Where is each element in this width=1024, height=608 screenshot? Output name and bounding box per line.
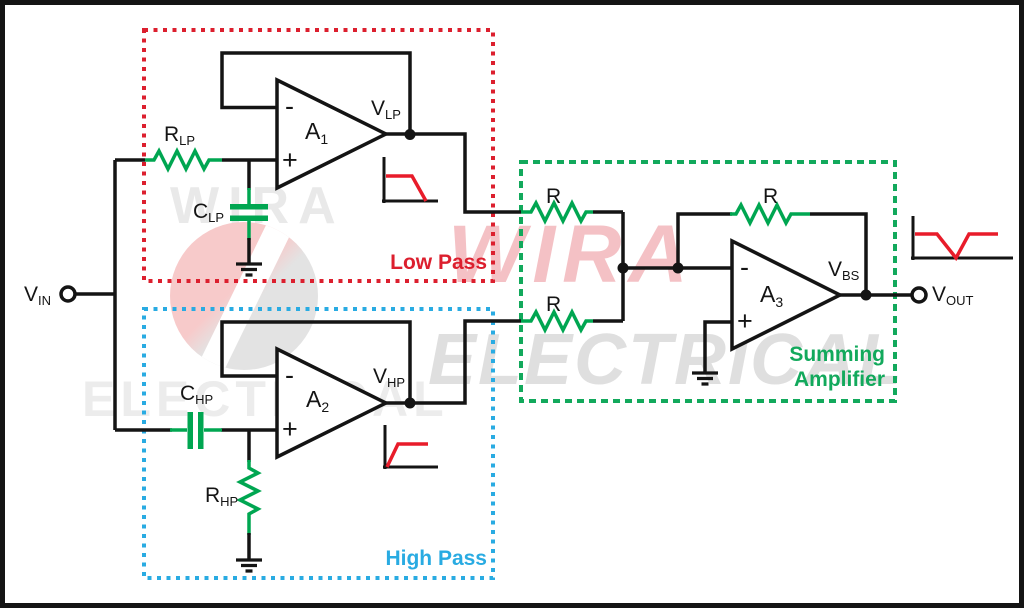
- hp-response-curve-icon: [385, 442, 428, 468]
- node-dot-vlp: [404, 129, 416, 140]
- input-terminal-icon: [59, 285, 77, 303]
- chp-label: CHP: [180, 382, 214, 407]
- capacitor-chp-icon2: [198, 412, 204, 449]
- lp-response-curve-icon: [386, 174, 428, 202]
- node-dot-vbs: [860, 289, 872, 301]
- summing-label-line2: Amplifier: [793, 368, 885, 392]
- vlp-label: VLP: [371, 97, 401, 122]
- opamp-a1-icon: [275, 77, 390, 191]
- rlp-label: RLP: [164, 123, 196, 148]
- summing-feedback-wire: [676, 212, 868, 296]
- vbs-label: VBS: [828, 258, 860, 283]
- ground-icon-rhp: [236, 558, 262, 573]
- input-section: [59, 160, 117, 430]
- capacitor-chp-icon: [187, 412, 193, 449]
- high-pass-box-label: High Pass: [385, 547, 487, 570]
- opamp-a2-icon: [275, 346, 390, 460]
- r-feedback-label: R: [763, 185, 779, 208]
- a3-minus-sign: -: [740, 252, 749, 282]
- vhp-label: VHP: [373, 365, 406, 390]
- bs-graph-axes: [911, 216, 1013, 260]
- r-top-label: R: [546, 185, 562, 208]
- capacitor-clp-icon: [230, 204, 268, 210]
- summing-amplifier-box-label: Summing Amplifier: [775, 342, 885, 392]
- watermark-electrical-center: ELECTRICAL: [428, 320, 904, 400]
- opamp-a3-icon: [730, 238, 844, 352]
- low-pass-section: [115, 51, 623, 277]
- ground-icon-clp: [236, 262, 262, 277]
- resistor-r-top-icon: [521, 199, 593, 225]
- low-pass-box-label: Low Pass: [390, 251, 487, 274]
- node-dot-vhp: [404, 397, 416, 409]
- hp-output-wire: [386, 319, 623, 405]
- lp-output-wire: [386, 132, 623, 214]
- a3-plus-sign: +: [737, 306, 753, 336]
- watermark-wira-red: WIRA: [448, 209, 695, 300]
- input-wire: [75, 160, 117, 430]
- a1-minus-sign: -: [285, 91, 294, 121]
- lp-graph-axes: [382, 157, 438, 203]
- bandstop-response-curve-icon: [915, 232, 998, 262]
- r-bottom-label: R: [546, 293, 562, 316]
- resistor-rlp-icon: [145, 147, 222, 173]
- clp-label: CLP: [193, 200, 225, 225]
- node-dot-sum1: [617, 262, 629, 274]
- a1-plus-sign: +: [282, 145, 298, 175]
- output-terminal-icon: [910, 286, 928, 304]
- low-pass-box: [142, 28, 495, 283]
- summing-amplifier-box: [519, 160, 897, 403]
- hp-feedback-wire: [220, 320, 412, 404]
- vout-label: VOUT: [932, 283, 974, 308]
- summing-label-line1: Summing: [789, 343, 885, 366]
- high-pass-box: [142, 307, 495, 580]
- a1-label: A1: [305, 118, 329, 147]
- watermark-logo-circle: [170, 222, 318, 370]
- a3-label: A3: [760, 281, 784, 310]
- a3-plus-wire: [703, 320, 732, 373]
- resistor-r-feedback-icon: [730, 201, 810, 227]
- rhp-label: RHP: [205, 484, 239, 509]
- a2-label: A2: [306, 386, 330, 415]
- vin-label: VIN: [24, 283, 52, 308]
- summing-section: [521, 199, 1013, 386]
- capacitor-clp-icon2: [230, 215, 268, 221]
- resistor-rhp-icon: [236, 460, 262, 535]
- lp-feedback-wire: [220, 51, 412, 135]
- high-pass-section: [115, 319, 623, 573]
- ground-icon-a3: [692, 371, 718, 386]
- resistor-r-bottom-icon: [521, 308, 593, 334]
- a2-plus-sign: +: [282, 414, 298, 444]
- hp-graph-axes: [383, 425, 438, 469]
- a2-minus-sign: -: [285, 360, 294, 390]
